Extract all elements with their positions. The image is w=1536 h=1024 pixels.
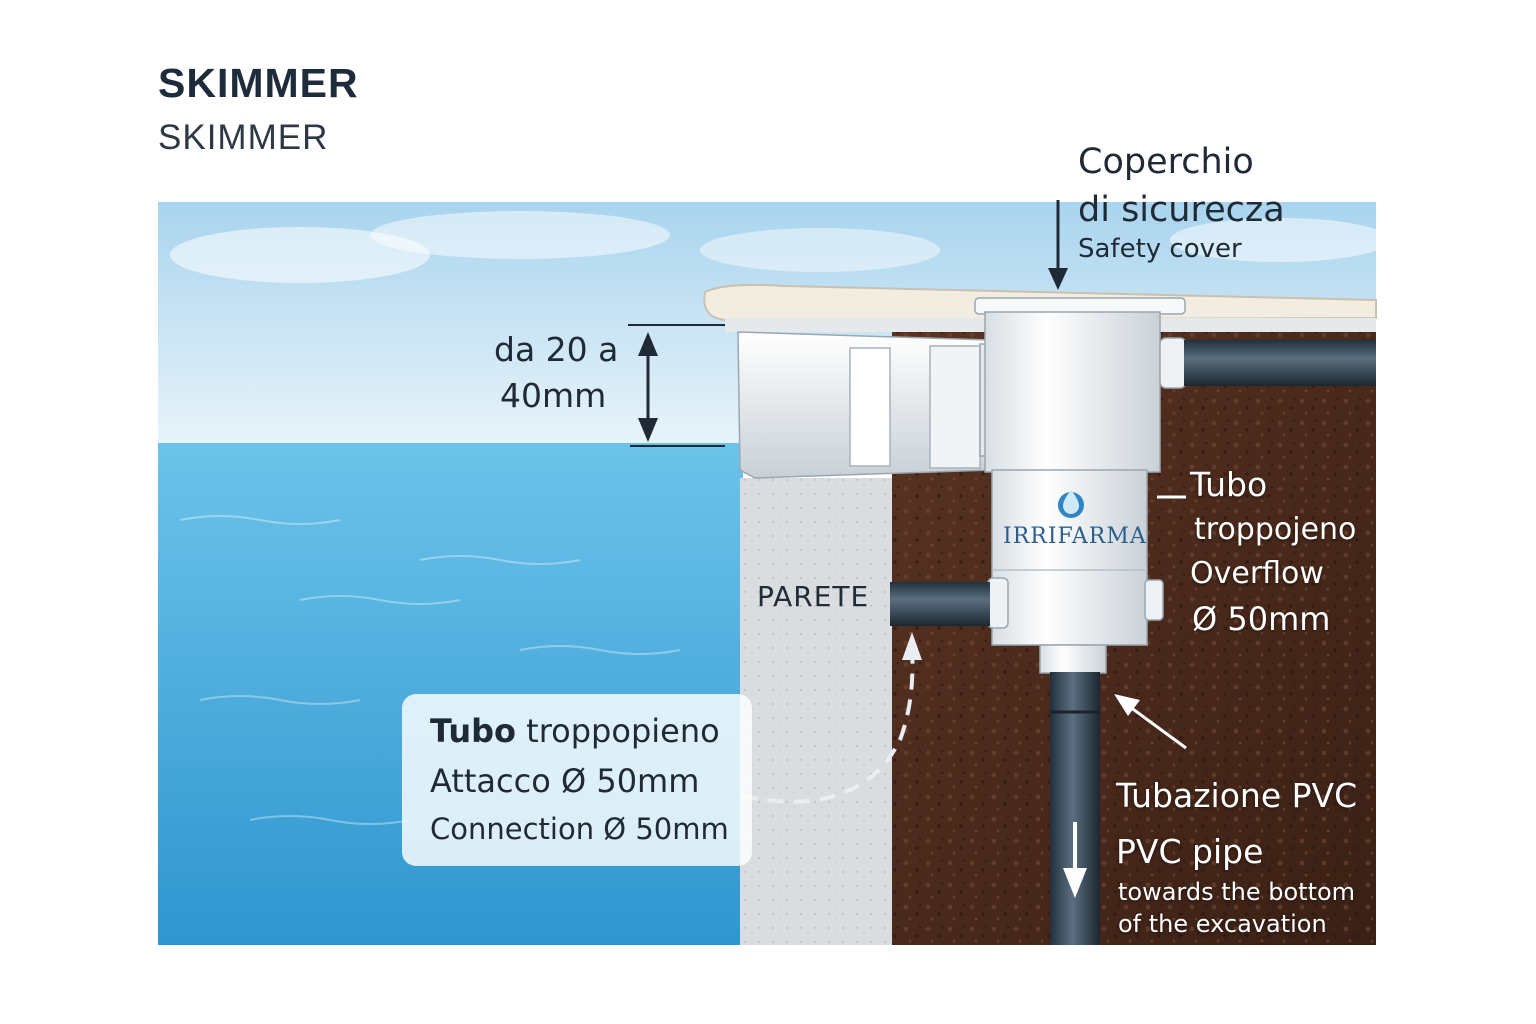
connection-box-line3: Connection Ø 50mm: [430, 812, 729, 846]
overflow-fitting-right: [1159, 337, 1187, 389]
connection-box-bold: Tubo: [430, 712, 516, 750]
overflow-label-line4: Ø 50mm: [1192, 600, 1331, 638]
cloud: [170, 227, 430, 283]
diagram-subtitle: SKIMMER: [158, 118, 329, 157]
brand-logo-text: IRRIFARMA: [1003, 524, 1147, 549]
skimmer-mouth-ring: [849, 347, 891, 467]
water-drop-logo-icon: [1058, 490, 1084, 518]
water-ripples: [179, 515, 681, 825]
connection-fitting-left: [987, 577, 1009, 629]
safety-cover-label-line1: Coperchio: [1078, 142, 1254, 182]
flow-down-arrow-icon: [1063, 822, 1087, 898]
pvc-label-line2: PVC pipe: [1116, 832, 1264, 871]
safety-cover-label-line3: Safety cover: [1078, 234, 1242, 264]
double-arrow-icon: [638, 332, 658, 442]
wall-label: PARETE: [757, 580, 870, 613]
pvc-drain-pipe: [1050, 672, 1100, 945]
skimmer-mouth-ring: [929, 345, 981, 469]
overflow-label-line1: Tubo: [1190, 465, 1268, 504]
connection-pipe: [890, 582, 990, 626]
pointer-arrow-icon: [1114, 694, 1187, 750]
overflow-fitting-side: [1144, 579, 1164, 621]
pool-wall-texture: [740, 478, 892, 945]
cloud: [1170, 218, 1390, 262]
dimension-label-line2: 40mm: [500, 376, 607, 415]
connection-box-line2: Attacco Ø 50mm: [430, 762, 700, 800]
diagram-title: SKIMMER: [158, 60, 359, 106]
skimmer-outlet-collar: [1039, 644, 1107, 674]
connection-info-box: [402, 694, 752, 866]
skimmer-body-upper: [984, 311, 1161, 473]
pvc-label-line3: towards the bottom: [1118, 878, 1356, 906]
pvc-label-line1: Tubazione PVC: [1116, 776, 1358, 815]
cloud: [700, 228, 940, 272]
overflow-label-line2: troppojeno: [1194, 512, 1357, 547]
curved-dashed-arrow-icon: [741, 632, 922, 804]
dimension-label-line1: da 20 a: [494, 330, 619, 369]
connection-box-line1: Tubo troppopieno: [430, 712, 720, 750]
safety-cover-label-line2: di sicurecza: [1078, 190, 1285, 230]
cloud: [370, 211, 670, 259]
overflow-pipe: [1184, 340, 1376, 386]
connection-box-rest: troppopieno: [515, 712, 720, 750]
overflow-label-line3: Overflow: [1190, 556, 1324, 591]
pvc-label-line4: of the excavation: [1118, 910, 1327, 938]
down-arrow-icon: [1048, 200, 1068, 290]
